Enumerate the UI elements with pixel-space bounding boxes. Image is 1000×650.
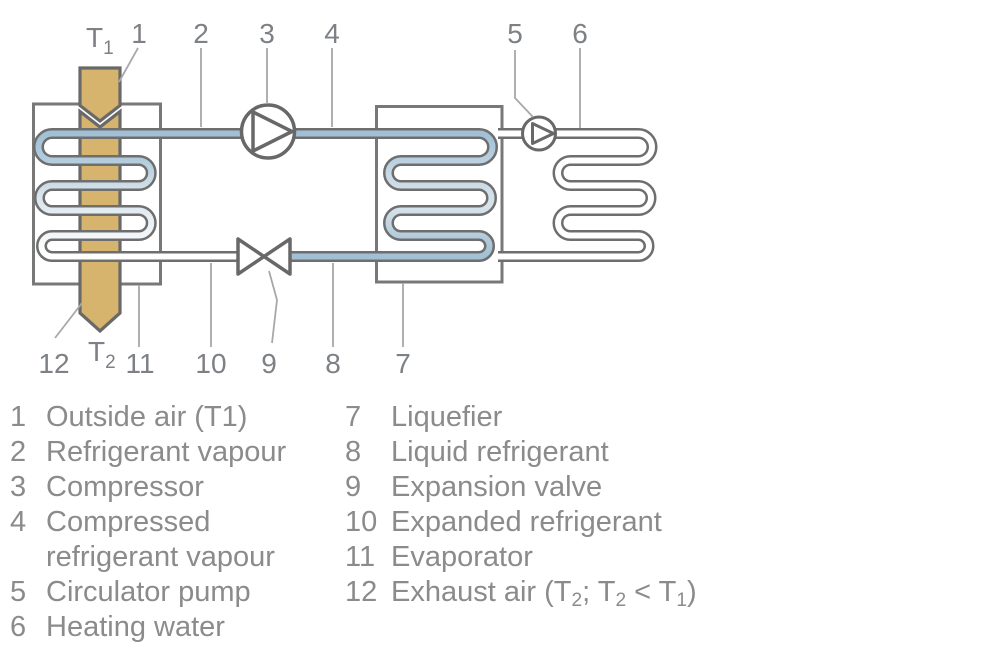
legend-num: 6 <box>10 611 27 643</box>
leader-1 <box>118 47 139 83</box>
legend-item-11: 11 Evaporator <box>345 540 697 575</box>
legend-text: Compressor <box>46 471 204 503</box>
callout-9: 9 <box>261 348 277 379</box>
t2-sub: 2 <box>105 352 116 373</box>
legend-item-12: 12 Exhaust air (T2; T2 < T1) <box>345 575 697 610</box>
legend-num: 8 <box>345 436 362 468</box>
callout-4: 4 <box>324 18 340 49</box>
callout-numbers: 1 2 3 4 5 6 12 11 10 9 8 7 <box>38 18 587 379</box>
legend-num: 7 <box>345 401 362 433</box>
legend-num: 1 <box>10 401 27 433</box>
circulator-pump-icon <box>521 115 557 152</box>
legend-text: Liquid refrigerant <box>391 436 609 468</box>
air-arrow-band <box>78 108 122 334</box>
callout-2: 2 <box>193 18 209 49</box>
legend-item-5: 5 Circulator pump <box>10 575 286 610</box>
callout-6: 6 <box>572 18 588 49</box>
legend-num: 10 <box>345 506 378 538</box>
legend-item-2: 2 Refrigerant vapour <box>10 435 286 470</box>
leader-12 <box>54 302 83 339</box>
callout-8: 8 <box>325 348 341 379</box>
t1-base: T <box>86 22 103 53</box>
legend-item-10: 10 Expanded refrigerant <box>345 505 697 540</box>
legend-num: 2 <box>10 436 27 468</box>
legend-num: 4 <box>10 506 27 538</box>
compressor-icon <box>239 103 297 160</box>
legend-num <box>10 540 46 575</box>
callout-3: 3 <box>259 18 275 49</box>
t1-label: T1 <box>86 22 114 59</box>
legend-text: Exhaust air (T2; T2 < T1) <box>391 576 697 611</box>
legend-text: Heating water <box>46 611 225 643</box>
heat-pump-diagram: 1 2 3 4 5 6 12 11 10 9 8 7 T1 T2 <box>32 18 1000 379</box>
air-arrow-head <box>78 66 122 124</box>
legend-item-9: 9 Expansion valve <box>345 470 697 505</box>
t2-label: T2 <box>88 336 116 373</box>
callout-7: 7 <box>395 348 411 379</box>
callout-12: 12 <box>38 348 69 379</box>
legend-num: 11 <box>345 541 376 573</box>
callout-11: 11 <box>125 348 154 379</box>
legend-text: Evaporator <box>391 541 533 573</box>
legend-text: Expansion valve <box>391 471 603 503</box>
legend-item-1: 1 Outside air (T1) <box>10 400 286 435</box>
legend-item-6: 6 Heating water <box>10 610 286 645</box>
legend-item-3: 3 Compressor <box>10 470 286 505</box>
legend-item-7: 7 Liquefier <box>345 400 697 435</box>
legend-item-8: 8 Liquid refrigerant <box>345 435 697 470</box>
callout-5: 5 <box>507 18 523 49</box>
callout-1: 1 <box>131 18 147 49</box>
legend-text: Circulator pump <box>46 576 251 608</box>
expansion-valve-icon <box>236 237 292 276</box>
heating-water-coil <box>498 134 652 257</box>
legend-text: Expanded refrigerant <box>391 506 662 538</box>
legend-text: Compressed <box>46 506 211 538</box>
t1-sub: 1 <box>103 38 114 59</box>
legend-item-4: 4 Compressed <box>10 505 286 540</box>
legend-text: Outside air (T1) <box>46 401 248 433</box>
legend-num: 3 <box>10 471 27 503</box>
legend-text: refrigerant vapour <box>46 541 275 573</box>
legend-num: 12 <box>345 576 378 608</box>
air-flow-arrow <box>78 66 122 334</box>
leader-lines <box>54 47 581 347</box>
leader-9 <box>268 270 278 344</box>
legend-text: Refrigerant vapour <box>46 436 287 468</box>
legend-num: 5 <box>10 576 27 608</box>
legend-item-4-cont: refrigerant vapour <box>10 540 286 575</box>
legend-right-column: 7 Liquefier 8 Liquid refrigerant 9 Expan… <box>345 400 697 610</box>
legend-text: Liquefier <box>391 401 503 433</box>
t2-base: T <box>88 336 105 367</box>
legend-num: 9 <box>345 471 362 503</box>
leader-5 <box>514 50 534 118</box>
callout-10: 10 <box>195 348 226 379</box>
legend-left-column: 1 Outside air (T1) 2 Refrigerant vapour … <box>10 400 286 645</box>
